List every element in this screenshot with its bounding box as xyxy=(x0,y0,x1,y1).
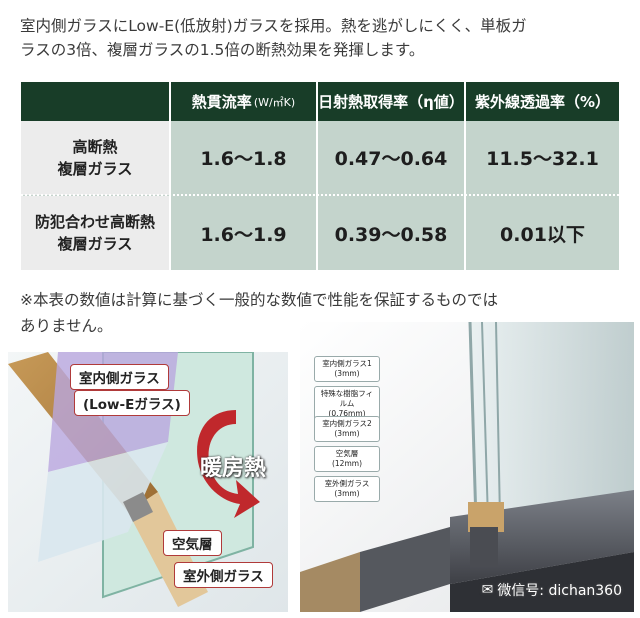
label-heating: 暖房熱 xyxy=(200,456,267,481)
note-line-2: ありません。 xyxy=(20,317,113,335)
label-inner-glass-1: 室内側ガラス1 (3mm) xyxy=(314,356,380,382)
cell-value: 0.01以下 xyxy=(500,223,585,246)
label-line: 空気層 xyxy=(335,449,359,458)
label-line: 室外側ガラス xyxy=(324,479,370,488)
header-label: 日射熱取得率（η値） xyxy=(318,93,464,111)
row-label-bg-2 xyxy=(21,196,169,270)
header-label: 熱貫流率 xyxy=(191,93,252,111)
cell-value: 0.47〜0.64 xyxy=(334,148,448,170)
label-line: 特殊な樹脂フィルム xyxy=(320,389,374,408)
label-inner-glass-2: 室内側ガラス2 (3mm) xyxy=(314,416,380,442)
table-header-bar xyxy=(21,82,619,121)
row-divider xyxy=(21,194,619,196)
row-label-line: 防犯合わせ高断熱 xyxy=(34,213,155,231)
window-frame-figure: 室内側ガラス1 (3mm) 特殊な樹脂フィルム (0.76mm) 室内側ガラス2… xyxy=(300,321,634,612)
label-inner-glass-text: 室内側ガラス xyxy=(79,371,160,387)
header-label: 紫外線透過率（%） xyxy=(474,93,611,111)
cell-value: 11.5〜32.1 xyxy=(486,148,599,170)
row-label-2: 防犯合わせ高断熱 複層ガラス xyxy=(21,196,169,270)
label-line: 室内側ガラス1 xyxy=(322,359,372,368)
cell-value: 1.6〜1.8 xyxy=(200,148,287,170)
header-unit: (W/㎡K) xyxy=(253,95,296,109)
heat-arrow-icon xyxy=(197,410,260,518)
label-air-layer-text: 空気層 xyxy=(172,537,213,553)
row-label-line: 複層ガラス xyxy=(57,159,133,178)
label-outer-glass-spec: 室外側ガラス (3mm) xyxy=(314,476,380,502)
label-line: (0.76mm) xyxy=(328,409,366,418)
watermark-text: 微信号: dichan360 xyxy=(497,583,622,599)
row-label-line: 高断熱 xyxy=(72,137,118,156)
note-line-1: ※本表の数値は計算に基づく一般的な数値で性能を保証するものでは xyxy=(20,291,498,309)
label-line: (3mm) xyxy=(334,369,360,378)
cell-value: 0.39〜0.58 xyxy=(334,223,448,246)
label-outer-glass-text: 室外側ガラス xyxy=(183,569,264,585)
label-inner-glass: 室内側ガラス xyxy=(70,364,169,390)
wechat-icon: ✉ xyxy=(481,582,494,598)
intro-line-1: 室内側ガラスにLow-E(低放射)ガラスを採用。熱を逃がしにくく、単板ガ xyxy=(20,17,527,35)
watermark: ✉ 微信号: dichan360 xyxy=(482,580,622,600)
label-low-e-text: (Low-Eガラス) xyxy=(83,397,181,413)
label-line: (3mm) xyxy=(334,489,360,498)
intro-line-2: ラスの3倍、複層ガラスの1.5倍の断熱効果を発揮します。 xyxy=(20,41,425,59)
disclaimer-note: ※本表の数値は計算に基づく一般的な数値で性能を保証するものでは ありません。 xyxy=(20,287,620,339)
spec-table: 熱貫流率 (W/㎡K) 日射熱取得率（η値） 紫外線透過率（%） 高断熱 複層ガ… xyxy=(21,82,619,270)
intro-text: 室内側ガラスにLow-E(低放射)ガラスを採用。熱を逃がしにくく、単板ガ ラスの… xyxy=(20,14,630,62)
row-label-bg-1 xyxy=(21,121,169,195)
glass-cross-section-figure: 室内側ガラス (Low-Eガラス) 暖房熱 空気層 室外側ガラス xyxy=(8,351,288,612)
label-line: 室内側ガラス2 xyxy=(322,419,372,428)
header-uv-transmission: 紫外線透過率（%） xyxy=(466,82,619,121)
header-solar-heat-gain: 日射熱取得率（η値） xyxy=(318,82,464,121)
label-line: (12mm) xyxy=(331,459,362,468)
col-divider xyxy=(316,82,318,270)
cell-value: 1.6〜1.9 xyxy=(200,223,287,246)
row-label-1: 高断熱 複層ガラス xyxy=(21,121,169,194)
row-label-line: 複層ガラス xyxy=(57,235,133,253)
label-outer-glass: 室外側ガラス xyxy=(174,562,273,588)
label-low-e: (Low-Eガラス) xyxy=(74,390,190,416)
col-divider xyxy=(169,82,171,270)
label-air-layer-spec: 空気層 (12mm) xyxy=(314,446,380,472)
header-heat-transmission: 熱貫流率 (W/㎡K) xyxy=(171,82,316,121)
col-divider xyxy=(464,82,466,270)
label-air-layer: 空気層 xyxy=(163,530,222,556)
label-line: (3mm) xyxy=(334,429,360,438)
